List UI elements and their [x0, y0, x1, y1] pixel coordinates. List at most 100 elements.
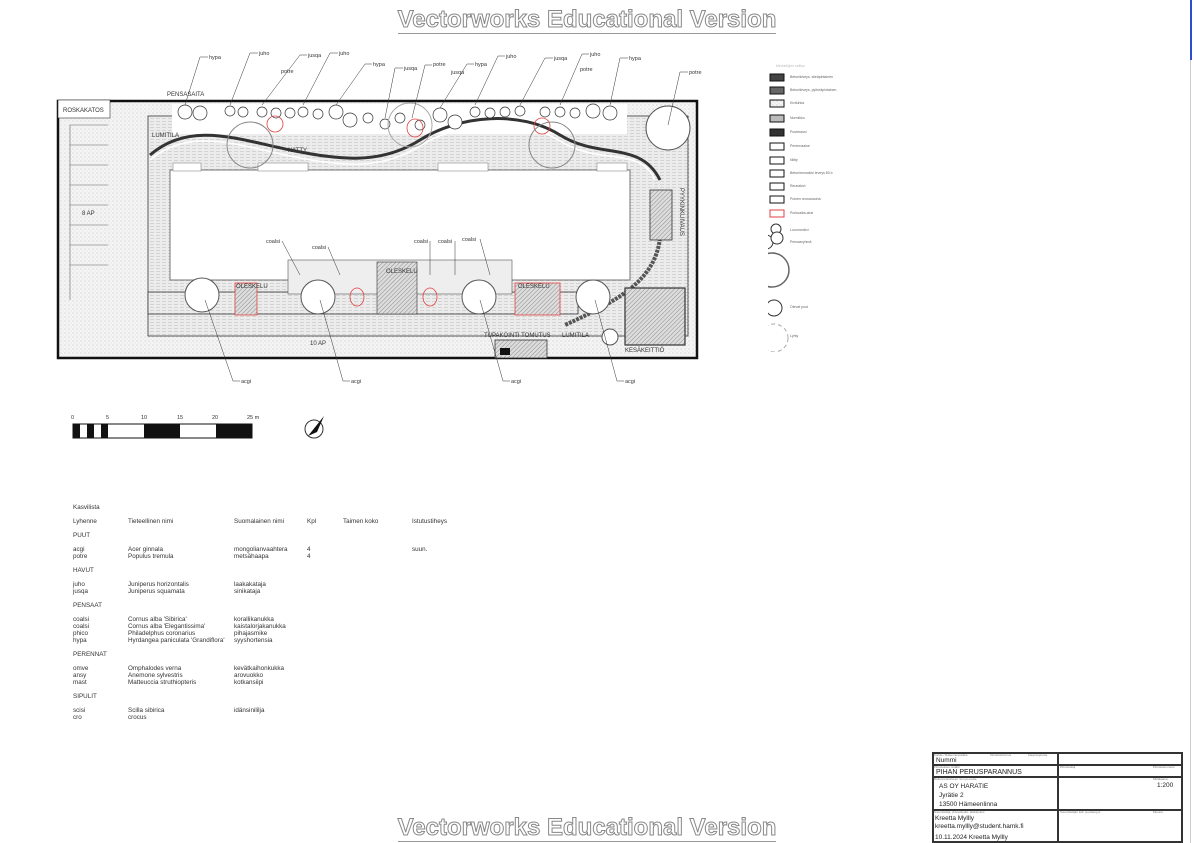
plant-label: juho: [589, 52, 600, 58]
plant-label: juho: [338, 51, 349, 57]
oleskelu-left: [234, 282, 258, 316]
scale-tick: 15: [177, 415, 183, 421]
signature: 10.11.2024 Kreetta Myllly: [935, 833, 1008, 841]
area-label-tupakointi: TUPAKOINTI TOMUTUS: [484, 333, 551, 339]
plant-cell: pihajasmike: [234, 630, 268, 637]
hedge-shrubs: [177, 103, 618, 131]
plant-label: acgi: [351, 379, 361, 385]
scale-tick: 0: [71, 415, 74, 421]
group-heading: PUUT: [73, 532, 91, 539]
curved-path: [149, 117, 662, 181]
area-label-kesakeittio: KESÄKEITTIÖ: [625, 347, 665, 354]
legend-item: Luonnonkivi: [790, 228, 809, 232]
client: AS OY HARATIE: [939, 783, 989, 790]
area-label-pyykinkuivaus: PYYKINKUIVAUS: [678, 188, 684, 236]
plant-label: juho: [258, 51, 269, 57]
plant-label: hypa: [209, 55, 222, 61]
area-label-10ap: 10 AP: [310, 341, 326, 347]
plant-label: coalsi: [414, 239, 428, 245]
plant-cell: scisi: [73, 707, 86, 714]
title-block: Kohde / Rakennuspaikka Kiinteistötunnus …: [932, 752, 1183, 843]
watermark-top: Vectorworks Educational Version: [397, 6, 777, 34]
column-header: Kpl: [307, 518, 317, 525]
plant-cell: potre: [73, 553, 88, 560]
legend-item: Nurmikko: [790, 116, 805, 120]
legend-item: Olevat puut: [790, 305, 808, 309]
scale-tick: 5: [106, 415, 109, 421]
plant-cell: omve: [73, 665, 89, 672]
plant-label: potre: [689, 70, 702, 76]
plant-cell: idänsinililja: [234, 707, 265, 714]
caption: Muutos: [1153, 809, 1163, 814]
plant-cell: arovuokko: [234, 672, 264, 679]
scale: 1:200: [1157, 782, 1174, 789]
legend-title: Merkintöjen selitys: [776, 64, 805, 68]
roskakatos-box: [57, 99, 111, 119]
plant-label: jusqa: [450, 70, 465, 76]
plant-cell: jusqa: [73, 588, 89, 595]
legend-item: Betonikiveys, pyöreäpintainen: [790, 88, 837, 92]
plant-cell: phico: [73, 630, 89, 637]
plant-cell: Hyrdangea paniculata 'Grandiflora': [128, 637, 225, 644]
scale-tick: 10: [141, 415, 147, 421]
legend-item: Puinen reunanauha: [790, 197, 821, 201]
plant-cell: Juniperus horizontalis: [128, 581, 189, 588]
caption: Piirustuksen sisältö: [934, 764, 960, 769]
plant-cell: Philadelphus coronarius: [128, 630, 196, 637]
column-header: Tieteellinen nimi: [128, 518, 174, 525]
area-label-8ap: 8 AP: [82, 211, 95, 217]
area-label-oleskelu: OLESKELU: [386, 269, 418, 275]
plant-label: jusqa: [403, 66, 418, 72]
caption: Piirustusnumero: [1153, 764, 1175, 769]
group-heading: PERENNAT: [73, 651, 107, 658]
caption: Kiinteistötunnus: [990, 752, 1012, 757]
plant-cell: Matteuccia struthiopteris: [128, 679, 197, 686]
legend-item: Lyhty: [790, 334, 799, 338]
window-edge-accent: [1190, 0, 1192, 60]
plant-cell: coalsi: [73, 616, 90, 623]
caption: Suunnittelijan tutk. ja pätevyys: [1060, 809, 1101, 814]
legend-item: Betonikiveys, sileäpintainen: [790, 75, 833, 79]
plant-cell: kaistalorjakanukka: [234, 623, 286, 630]
oleskelu-center: [376, 261, 418, 315]
scale-bar: 0 5 10 15 20 25 m: [71, 415, 260, 439]
legend-item: Reunakivi: [790, 184, 806, 188]
stone-path: [564, 237, 662, 327]
plant-cell: cro: [73, 714, 82, 721]
area-label-oleskelu: OLESKELU: [236, 284, 268, 290]
legend-item: Perennaalue: [790, 144, 810, 148]
plant-cell: juho: [73, 581, 85, 588]
legend-item: Kivituhka: [790, 101, 805, 105]
legend-swatches: [768, 73, 790, 352]
column-header: Suomalainen nimi: [234, 518, 285, 525]
plant-cell: hypa: [73, 637, 87, 644]
plant-label: acgi: [511, 379, 521, 385]
area-label-lumitila: LUMITILA: [152, 133, 179, 139]
project-title: PIHAN PERUSPARANNUS: [936, 769, 1022, 776]
plant-label: coalsi: [312, 245, 326, 251]
plant-label: jusqa: [307, 53, 322, 59]
plant-cell: kevätkaihonkukka: [234, 665, 285, 672]
plant-label: hypa: [629, 56, 642, 62]
plant-label: potre: [433, 62, 446, 68]
plant-cell: sinikataja: [234, 588, 261, 595]
area-label-niitty: NIITTY: [288, 148, 307, 154]
site-plan[interactable]: hypa juho jusqa juho hypa potre jusqa po…: [0, 0, 760, 460]
caption: Piirustuslaji: [1060, 764, 1076, 769]
plant-label: hypa: [373, 62, 386, 68]
plant-cell: Omphalodes verna: [128, 665, 182, 672]
plant-cell: suun.: [412, 546, 428, 553]
plant-cell: crocus: [128, 714, 147, 721]
designer: Kreetta Myllly: [935, 814, 975, 822]
plant-cell: kotkansiipi: [234, 679, 264, 686]
caption: Rakennuskohteen nimi ja osoite: [934, 776, 977, 781]
pyykinkuivaus-area: [649, 189, 673, 241]
plant-cell: coalsi: [73, 623, 90, 630]
column-header: Taimen koko: [343, 518, 379, 525]
plant-cell: korallikanukka: [234, 616, 274, 623]
plant-cell: 4: [307, 546, 311, 553]
trees: [184, 102, 691, 346]
plant-label: potre: [580, 67, 593, 73]
legend-item: Purkuaika-alue: [790, 211, 814, 215]
window-edge: [1190, 60, 1191, 843]
